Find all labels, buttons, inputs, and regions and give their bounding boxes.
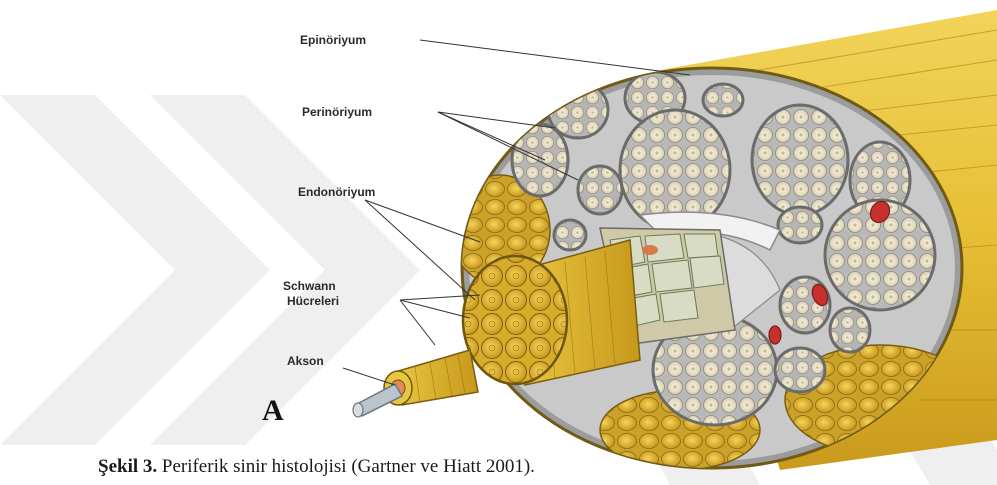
label-perineurium: Perinöriyum	[302, 105, 372, 119]
panel-letter: A	[262, 394, 284, 427]
figure-caption: Şekil 3. Periferik sinir histolojisi (Ga…	[98, 456, 535, 478]
label-endoneurium: Endonöriyum	[298, 185, 375, 199]
caption-text: Periferik sinir histolojisi (Gartner ve …	[157, 456, 535, 477]
single-axon	[353, 350, 478, 417]
label-axon: Akson	[287, 354, 324, 368]
label-schwann-line1: Schwann	[283, 279, 336, 293]
caption-prefix: Şekil 3.	[98, 456, 157, 477]
label-schwann-line2: Hücreleri	[287, 294, 339, 308]
label-epineurium: Epinöriyum	[300, 33, 366, 47]
